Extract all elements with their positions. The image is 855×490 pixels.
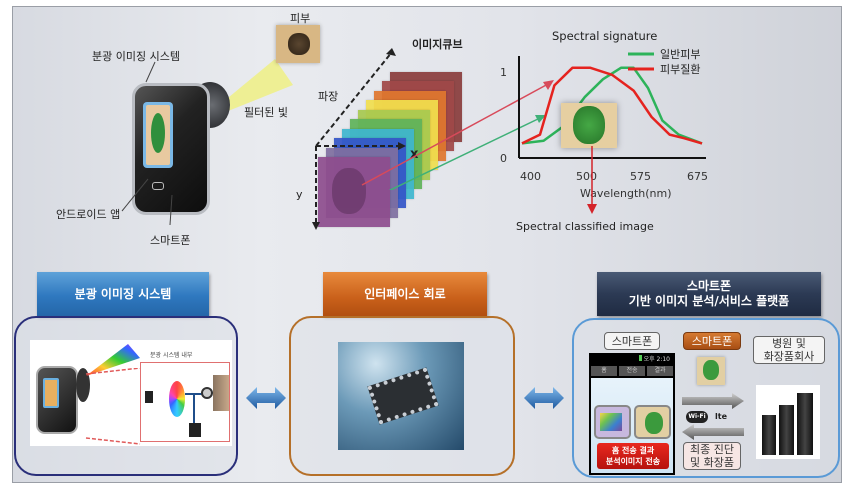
section-banner-interface-circuit: 인터페이스 회로 — [323, 272, 487, 316]
section-banner-smartphone-platform: 스마트폰 기반 이미지 분석/서비스 플랫폼 — [597, 272, 821, 316]
image-cube-title: 이미지큐브 — [412, 38, 463, 51]
pill-text: 화장품회사 — [763, 350, 815, 363]
lte-text: lte — [715, 412, 727, 421]
label-filtered-light: 필터된 빛 — [244, 106, 288, 119]
classified-image-icon — [697, 357, 725, 385]
mini-lens — [76, 368, 90, 402]
section-panel-spectral-imaging: 분광 시스템 내부 — [14, 316, 238, 476]
smartphone-label: 스마트폰 — [604, 332, 660, 350]
leader-lines — [121, 178, 173, 226]
x-axis-title: Wavelength(nm) — [580, 187, 672, 200]
phone-status-bar: 오후 2:10 — [591, 355, 673, 365]
bidirectional-arrow-icon — [524, 387, 564, 409]
button-text-line1: 홈 전송 결과 — [611, 446, 655, 455]
x-tick-label: 400 — [520, 170, 541, 183]
phone-screen: 홈 전송 결과 분석이미지 전송 — [591, 378, 673, 473]
section-panel-interface-circuit — [289, 316, 515, 476]
upload-arrow-icon — [682, 393, 744, 409]
send-analysis-button[interactable]: 홈 전송 결과 분석이미지 전송 — [597, 443, 669, 469]
server-racks-image — [756, 385, 820, 459]
phone-tab[interactable]: 결과 — [647, 366, 673, 376]
lesion-overlay — [332, 168, 366, 214]
legend-label-normal: 일반피부 — [660, 47, 700, 61]
phone-time: 오후 2:10 — [643, 356, 670, 363]
wifi-icon: Wi-Fi — [686, 411, 708, 423]
y-tick-label: 0 — [500, 152, 507, 165]
pill-text: 및 화장품 — [690, 456, 734, 469]
spectrometer-inner-title: 분광 시스템 내부 — [150, 352, 193, 359]
phone-tab[interactable]: 홈 — [591, 366, 617, 376]
server-rack-icon — [797, 393, 813, 455]
section-title-line1: 스마트폰 — [686, 279, 732, 293]
chip-icon — [367, 367, 439, 425]
x-tick-label: 575 — [630, 170, 651, 183]
pill-text: 최종 진단 — [690, 443, 734, 456]
download-arrow-icon — [682, 424, 744, 440]
phone-app-mockup: 오후 2:10 홈 전송 결과 홈 전송 결과 분석이미지 전송 — [589, 353, 675, 475]
signature-arrows — [361, 80, 554, 190]
pill-text: 병원 및 — [772, 337, 806, 350]
final-diagnosis-label: 최종 진단 및 화장품 — [683, 442, 741, 470]
classified-image-thumbnail[interactable] — [634, 405, 671, 439]
image-cube-thumbnail[interactable] — [594, 405, 631, 439]
series-line-disease — [521, 66, 703, 145]
classified-arrow — [587, 146, 597, 214]
phone-tab-bar: 홈 전송 결과 — [591, 366, 673, 376]
spectral-signature-chart: 1 0 400 500 575 675 Wavelength(nm) 일반피부 … — [500, 47, 708, 200]
skin-sample-image — [276, 25, 320, 63]
label-android-app: 안드로이드 앱 — [56, 208, 121, 221]
pill-text: 스마트폰 — [611, 334, 653, 348]
chart-title: Spectral signature — [552, 29, 658, 43]
section-banner-spectral-imaging: 분광 이미징 시스템 — [37, 272, 209, 316]
smartphone-device-icon — [132, 83, 210, 215]
smartphone-tag: 스마트폰 — [683, 332, 741, 350]
section-title-line2: 기반 이미지 분석/서비스 플랫폼 — [628, 294, 790, 308]
mini-device-icon — [36, 366, 78, 434]
section-title: 인터페이스 회로 — [364, 286, 446, 301]
phone-tab[interactable]: 전송 — [619, 366, 645, 376]
home-button-icon — [152, 182, 164, 190]
filtered-light-beam — [217, 59, 293, 113]
legend-label-disease: 피부질환 — [660, 63, 700, 76]
label-skin: 피부 — [290, 12, 311, 25]
hospital-cosmetics-label: 병원 및 화장품회사 — [753, 336, 825, 364]
lte-icon: lte — [712, 411, 730, 423]
filter-wheel-icon — [169, 381, 185, 417]
label-wavelength-axis: 파장 — [318, 90, 339, 103]
y-tick-label: 1 — [500, 66, 507, 79]
button-text-line2: 분석이미지 전송 — [605, 457, 661, 466]
dashed-projection-lines — [85, 368, 141, 445]
classified-skin-image — [561, 103, 617, 148]
pill-text: 스마트폰 — [691, 334, 733, 348]
series-line-normal — [521, 66, 703, 145]
bidirectional-arrow-icon — [246, 387, 286, 409]
section-title: 분광 이미징 시스템 — [74, 286, 172, 301]
server-rack-icon — [762, 415, 776, 455]
x-tick-label: 675 — [687, 170, 708, 183]
spectrometer-diagram: 분광 시스템 내부 — [30, 340, 232, 446]
circuit-board-image — [338, 342, 464, 450]
device-screen — [143, 102, 173, 168]
wifi-text: Wi-Fi — [688, 413, 706, 420]
label-spectral-imaging-system: 분광 이미징 시스템 — [92, 50, 180, 63]
label-spectral-classified-image: Spectral classified image — [516, 220, 654, 233]
leader-line — [145, 61, 156, 83]
image-cube-layer — [318, 157, 390, 227]
label-smartphone: 스마트폰 — [150, 234, 191, 247]
label-y-axis: y — [296, 188, 303, 201]
server-rack-icon — [779, 405, 794, 455]
spectrometer-inner-box — [140, 362, 230, 442]
image-cube-axes: x — [312, 48, 419, 230]
x-axis-label: x — [410, 147, 419, 162]
rainbow-spectrum-icon — [86, 344, 140, 376]
